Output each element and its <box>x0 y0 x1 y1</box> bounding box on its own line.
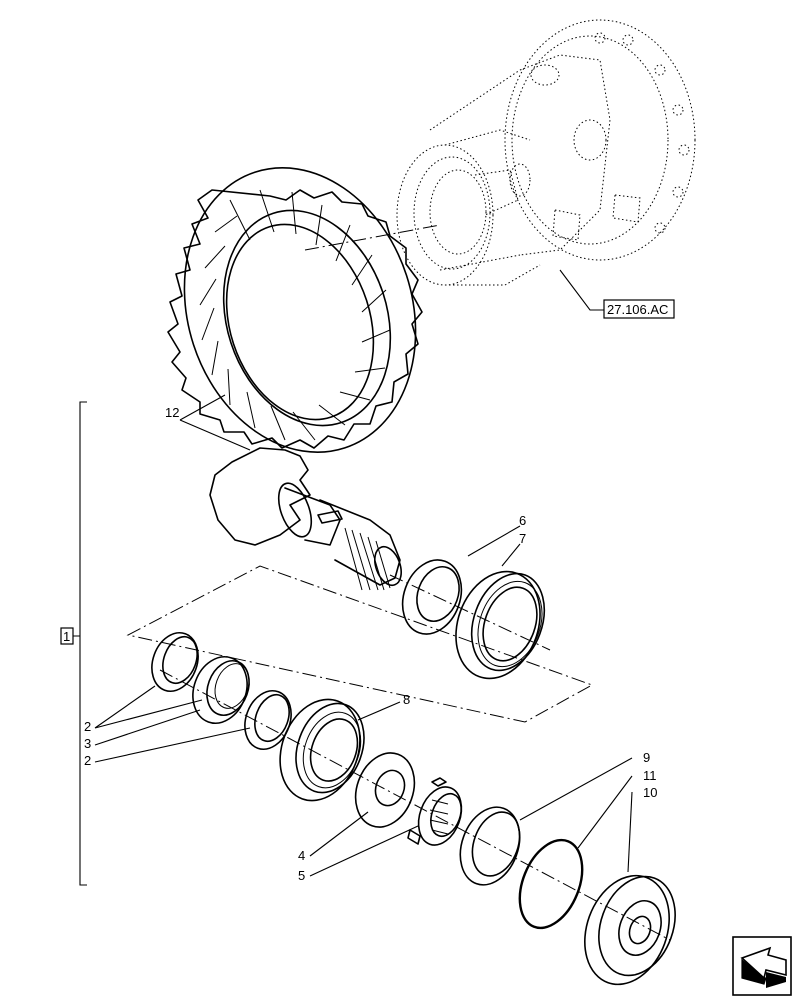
axis-lower <box>159 669 671 941</box>
spacer-3 <box>192 656 250 724</box>
callout-12: 12 <box>165 405 179 420</box>
callout-11: 11 <box>643 768 657 783</box>
callout-6: 6 <box>519 513 526 528</box>
reference-box[interactable] <box>603 299 675 319</box>
subassembly-outline <box>126 565 594 723</box>
group-bracket <box>73 401 87 886</box>
axis-upper <box>304 224 551 651</box>
seal-ring-9 <box>459 806 521 886</box>
callout-8: 8 <box>403 692 410 707</box>
callout-3: 3 <box>84 736 91 751</box>
callout-2-upper: 2 <box>84 719 91 734</box>
callout-2-lower: 2 <box>84 753 91 768</box>
callout-10: 10 <box>643 785 657 800</box>
nut-5 <box>407 777 463 846</box>
washer-4 <box>354 752 416 828</box>
o-ring-11 <box>518 838 584 930</box>
next-page-arrow-icon[interactable] <box>732 936 792 996</box>
callout-7: 7 <box>519 531 526 546</box>
callout-4: 4 <box>298 848 305 863</box>
bearing-8 <box>279 698 365 802</box>
group-label-box <box>60 627 74 645</box>
callout-9: 9 <box>643 750 650 765</box>
differential-housing <box>396 19 696 286</box>
reference-label[interactable]: 27.106.AC <box>607 302 668 317</box>
leader-lines <box>94 269 633 877</box>
shim-2-upper <box>151 632 199 692</box>
bearing-7 <box>455 570 546 680</box>
washer-6 <box>401 559 463 635</box>
callout-5: 5 <box>298 868 305 883</box>
group-label: 1 <box>63 629 70 644</box>
flange-10 <box>584 874 676 986</box>
pinion-shaft <box>209 447 402 591</box>
ring-gear <box>167 167 423 453</box>
